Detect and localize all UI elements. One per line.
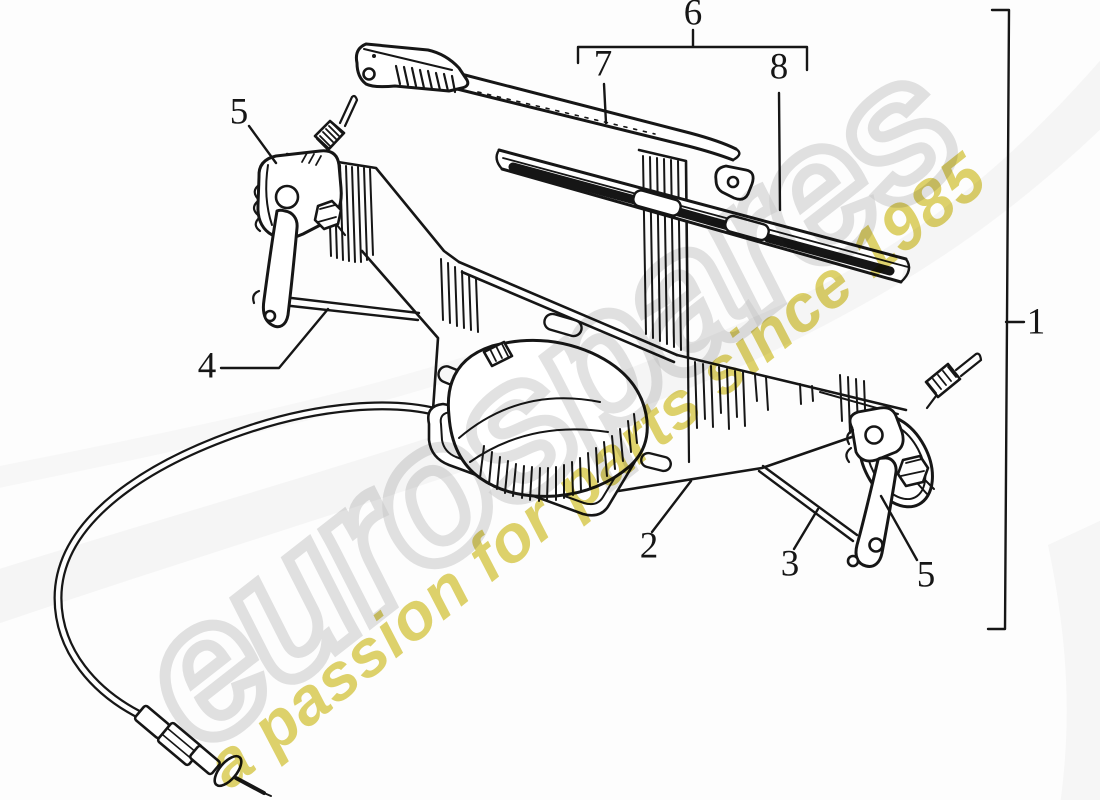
callout-part-8: 8 [769, 46, 789, 88]
bracket-part-6 [576, 28, 809, 72]
leader-4 [219, 307, 330, 370]
left-spindle-assembly [252, 94, 421, 329]
callout-part-3: 3 [780, 543, 800, 585]
motor-cover [427, 338, 649, 517]
callout-part-7: 7 [593, 43, 613, 85]
background-shading [0, 60, 1100, 800]
callout-part-4: 4 [197, 345, 217, 387]
callout-part-1: 1 [1026, 301, 1046, 343]
wiper-arm [354, 42, 741, 162]
callout-part-2: 2 [639, 525, 659, 567]
callout-part-6: 6 [683, 0, 703, 34]
callout-leader-lines [219, 8, 1026, 631]
leader-5-left [247, 124, 278, 165]
right-spindle-assembly [757, 352, 983, 568]
leader-3 [792, 507, 820, 551]
leader-2 [650, 479, 693, 534]
bracket-part-1 [986, 8, 1026, 631]
wiper-blade [495, 148, 911, 284]
leader-5-right [879, 494, 919, 562]
drive-cable [53, 401, 442, 797]
callout-part-5-right: 5 [916, 554, 936, 596]
callout-part-5-left: 5 [229, 91, 249, 133]
mounting-frame [285, 148, 908, 494]
leader-7 [602, 82, 608, 125]
leader-8 [777, 91, 782, 212]
